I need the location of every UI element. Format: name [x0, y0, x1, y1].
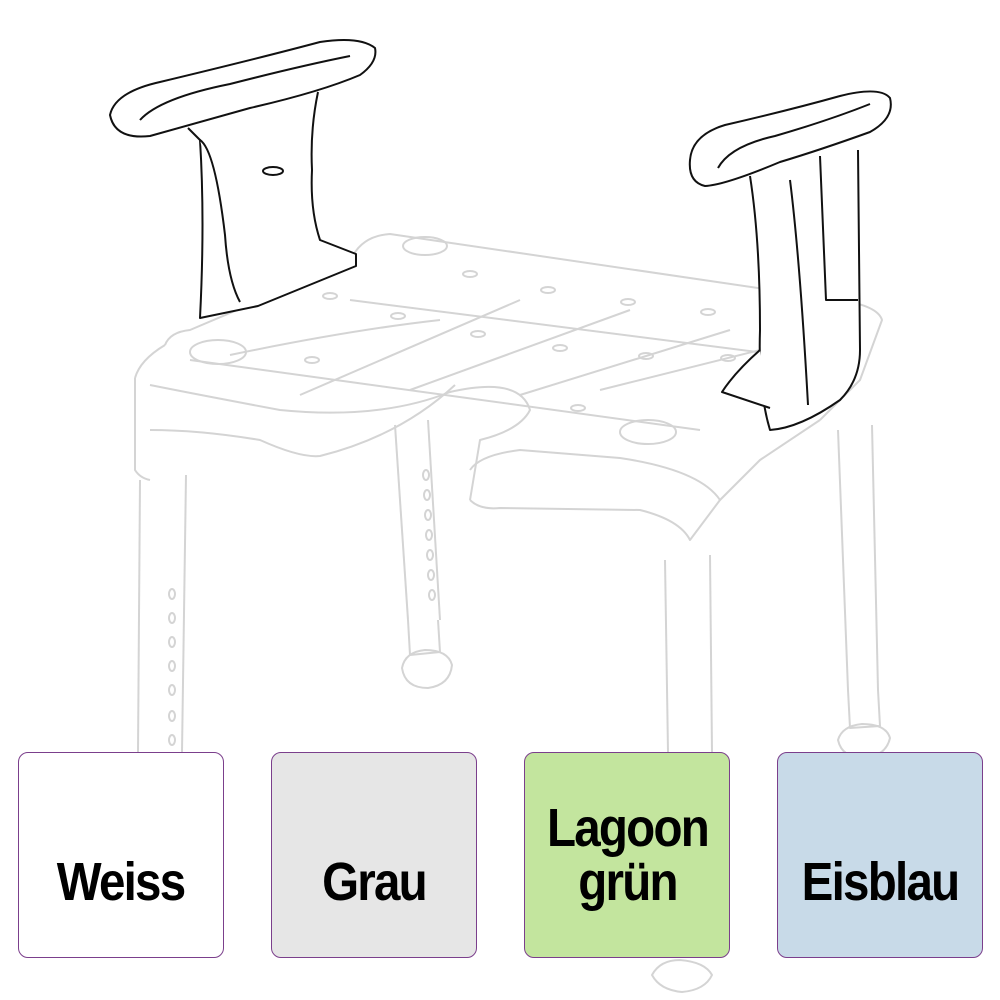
swatch-label: Weiss [57, 852, 186, 912]
right-armrest [688, 90, 892, 431]
swatch-grau[interactable]: Grau [271, 752, 477, 958]
swatch-eisblau[interactable]: Eisblau [777, 752, 983, 958]
swatch-label: Eisblau [801, 852, 960, 912]
chair-faded-outline [134, 233, 891, 993]
swatch-label: Lagoon grün [546, 798, 709, 912]
swatch-lagoon-gruen[interactable]: Lagoon grün [524, 752, 730, 958]
left-armrest [109, 39, 377, 319]
swatch-weiss[interactable]: Weiss [18, 752, 224, 958]
swatch-label: Grau [322, 852, 428, 912]
